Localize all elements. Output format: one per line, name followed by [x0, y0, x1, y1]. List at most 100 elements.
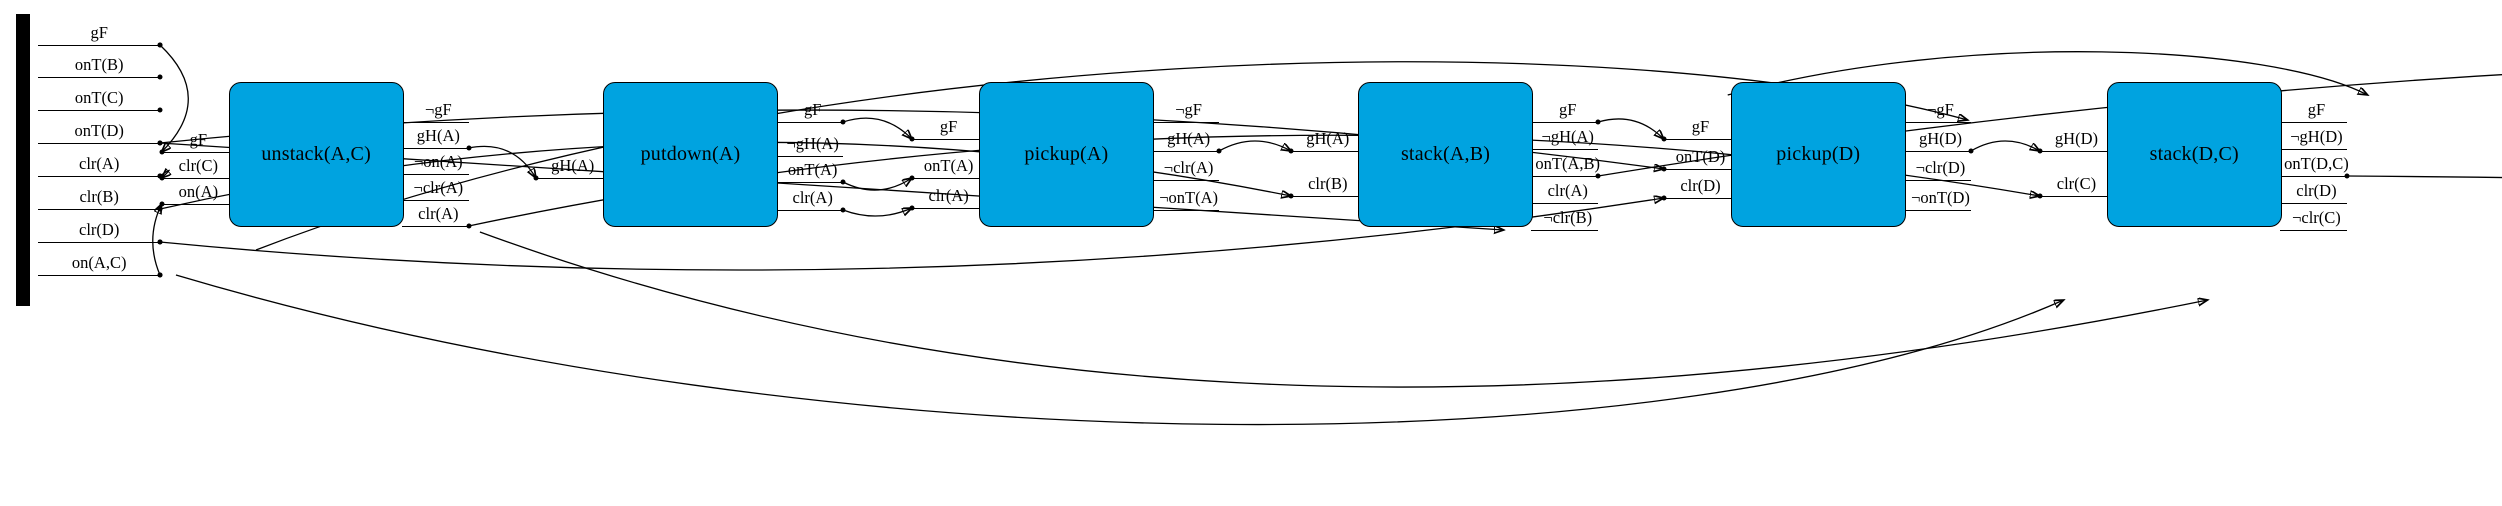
input-dot-pickup-a-onT(A)	[909, 175, 915, 181]
output-port-unstack-¬on(A)	[401, 174, 469, 175]
input-dot-pickup-d-clr(D)	[1661, 195, 1667, 201]
input-label-pickup-a-clr(A): clr(A)	[928, 186, 969, 205]
output-label-stack-dc-¬gH(D): ¬gH(D)	[2290, 127, 2343, 146]
init-literal-line-clr(A)	[38, 176, 160, 177]
output-port-stack-ab-onT(A,B)	[1530, 176, 1599, 177]
action-node-pickup-a[interactable]: pickup(A)	[979, 82, 1154, 227]
input-port-stack-dc-clr(C)	[2039, 196, 2107, 197]
edge-source-dot	[157, 239, 163, 245]
init-literal-dot-onT(C)	[157, 107, 163, 113]
input-port-stack-ab-gH(A)	[1290, 151, 1359, 152]
edge-source-dot	[1595, 173, 1601, 179]
action-node-label: pickup(D)	[1776, 143, 1861, 165]
input-label-stack-dc-gH(D): gH(D)	[2054, 129, 2098, 148]
output-port-putdown-gF	[775, 122, 844, 123]
output-port-pickup-a-¬gF	[1151, 122, 1219, 123]
input-label-unstack-gF: gF	[189, 130, 208, 149]
action-node-pickup-d[interactable]: pickup(D)	[1730, 82, 1906, 227]
output-label-stack-ab-onT(A,B): onT(A,B)	[1535, 154, 1601, 173]
link-ordering-arc-1	[175, 274, 2064, 426]
edge-source-dot	[157, 173, 163, 179]
input-port-pickup-a-gF	[911, 139, 980, 140]
input-port-pickup-d-onT(D)	[1663, 169, 1731, 170]
input-label-stack-ab-clr(B): clr(B)	[1308, 174, 1348, 193]
output-port-stack-ab-¬gH(A)	[1530, 149, 1599, 150]
init-literal-clr(A): clr(A)	[79, 154, 120, 173]
init-literal-line-onT(C)	[38, 110, 160, 111]
init-literal-clr(D): clr(D)	[79, 220, 120, 239]
output-port-stack-ab-¬clr(B)	[1530, 230, 1599, 231]
output-label-unstack-¬on(A): ¬on(A)	[413, 152, 463, 171]
input-dot-stack-ab-clr(B)	[1288, 193, 1294, 199]
output-port-putdown-¬gH(A)	[775, 156, 844, 157]
action-node-label: stack(A,B)	[1400, 143, 1491, 165]
link-stackDC-goal-onDC	[2346, 175, 2502, 179]
action-node-stack-dc[interactable]: stack(D,C)	[2106, 82, 2282, 227]
init-literal-line-clr(B)	[38, 209, 160, 210]
init-literal-line-clr(D)	[38, 242, 160, 243]
input-dot-stack-dc-clr(C)	[2037, 193, 2043, 199]
output-port-unstack-clr(A)	[401, 226, 469, 227]
output-label-unstack-gH(A): gH(A)	[416, 126, 460, 145]
action-node-stack-ab[interactable]: stack(A,B)	[1358, 82, 1533, 227]
output-label-stack-ab-¬gH(A): ¬gH(A)	[1541, 127, 1594, 146]
output-port-stack-ab-gF	[1530, 122, 1599, 123]
init-literal-dot-onT(B)	[157, 74, 163, 80]
init-literal-line-gF	[38, 45, 160, 46]
input-port-unstack-clr(C)	[161, 178, 229, 179]
input-label-pickup-d-clr(D): clr(D)	[1680, 176, 1721, 195]
action-node-label: stack(D,C)	[2149, 143, 2239, 165]
output-port-stack-dc-¬gH(D)	[2279, 149, 2347, 150]
action-node-unstack[interactable]: unstack(A,C)	[228, 82, 404, 227]
edge-source-dot	[2344, 173, 2350, 179]
input-port-unstack-on(A)	[161, 204, 229, 205]
link-pickupD-stackDC-gH	[1970, 140, 2040, 151]
output-label-pickup-d-¬onT(D): ¬onT(D)	[1911, 188, 1970, 207]
init-literal-clr(B): clr(B)	[79, 187, 119, 206]
output-label-stack-ab-clr(A): clr(A)	[1547, 181, 1588, 200]
action-node-label: pickup(A)	[1024, 143, 1109, 165]
edge-source-dot	[157, 272, 163, 278]
output-label-pickup-a-¬clr(A): ¬clr(A)	[1163, 158, 1214, 177]
action-node-putdown[interactable]: putdown(A)	[603, 82, 778, 227]
output-label-unstack-¬gF: ¬gF	[424, 100, 452, 119]
output-port-putdown-clr(A)	[775, 210, 844, 211]
input-dot-stack-dc-gH(D)	[2037, 148, 2043, 154]
input-label-pickup-d-gF: gF	[1691, 117, 1710, 136]
output-label-pickup-d-gH(D): gH(D)	[1918, 129, 1963, 148]
input-dot-pickup-a-gF	[909, 136, 915, 142]
output-port-pickup-d-gH(D)	[1903, 151, 1971, 152]
init-literal-onT(D): onT(D)	[74, 121, 124, 140]
output-port-stack-dc-¬clr(C)	[2279, 230, 2347, 231]
init-literal-line-onT(B)	[38, 77, 160, 78]
input-dot-putdown-gH(A)	[533, 175, 539, 181]
input-port-pickup-d-gF	[1663, 139, 1731, 140]
output-port-unstack-¬clr(A)	[401, 200, 469, 201]
output-port-stack-dc-gF	[2279, 122, 2347, 123]
edge-source-dot	[840, 207, 846, 213]
edge-source-dot	[466, 145, 472, 151]
edge-source-dot	[1216, 148, 1222, 154]
input-port-stack-dc-gH(D)	[2039, 151, 2107, 152]
output-label-stack-dc-gF: gF	[2307, 100, 2326, 119]
output-label-stack-dc-¬clr(C): ¬clr(C)	[2292, 208, 2341, 227]
input-label-pickup-a-gF: gF	[939, 117, 958, 136]
input-port-pickup-d-clr(D)	[1663, 198, 1731, 199]
output-port-pickup-d-¬gF	[1903, 122, 1971, 123]
initial-state-bar	[15, 14, 30, 306]
output-port-unstack-gH(A)	[401, 148, 469, 149]
edge-source-dot	[840, 179, 846, 185]
input-label-unstack-clr(C): clr(C)	[178, 156, 219, 175]
link-putdown-pickupA-onT	[842, 178, 912, 191]
output-port-stack-dc-onT(D,C)	[2279, 176, 2347, 177]
output-port-pickup-d-¬clr(D)	[1903, 180, 1971, 181]
edge-source-dot	[840, 119, 846, 125]
init-literal-line-onT(D)	[38, 143, 160, 144]
edge-source-dot	[157, 206, 163, 212]
input-label-pickup-a-onT(A): onT(A)	[923, 156, 974, 175]
output-label-unstack-clr(A): clr(A)	[418, 204, 459, 223]
edge-source-dot	[1595, 119, 1601, 125]
link-putdown-pickupA-gF	[842, 117, 912, 139]
input-dot-pickup-d-gF	[1661, 136, 1667, 142]
